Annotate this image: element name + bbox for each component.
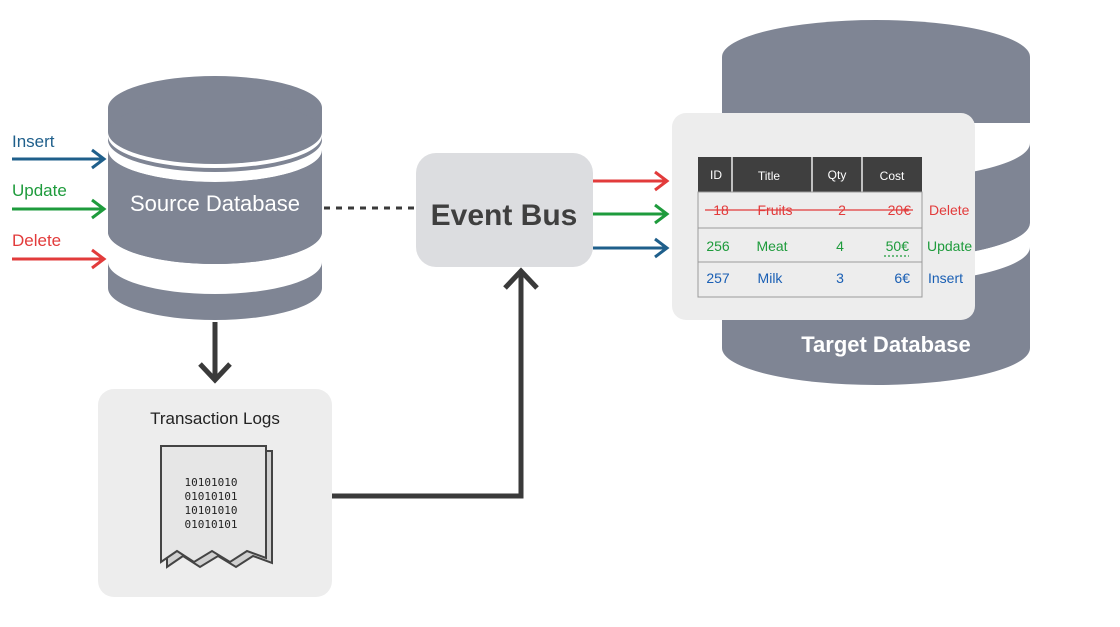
source-database-cylinder xyxy=(108,76,322,320)
logs-to-eventbus-arrow xyxy=(331,267,539,499)
source-to-logs-arrow xyxy=(198,322,232,384)
svg-text:Milk: Milk xyxy=(758,270,784,286)
row-action-update: Update xyxy=(927,238,972,254)
svg-text:6€: 6€ xyxy=(894,270,910,286)
event-bus-box xyxy=(416,153,593,267)
insert-output-arrow xyxy=(593,237,670,259)
delete-input-arrow xyxy=(12,248,107,270)
insert-input-label: Insert xyxy=(12,132,55,151)
row-action-delete: Delete xyxy=(929,202,970,218)
table-row: 257 Milk 3 6€ xyxy=(706,270,910,286)
binary-line: 01010101 xyxy=(185,518,238,531)
binary-line: 10101010 xyxy=(185,504,238,517)
table-header-id: ID xyxy=(710,168,722,182)
transaction-logs-label: Transaction Logs xyxy=(150,409,280,428)
binary-line: 01010101 xyxy=(185,490,238,503)
svg-text:Meat: Meat xyxy=(756,238,787,254)
svg-text:4: 4 xyxy=(836,238,844,254)
binary-line: 10101010 xyxy=(185,476,238,489)
row-action-insert: Insert xyxy=(928,270,963,286)
svg-text:50€: 50€ xyxy=(886,238,910,254)
target-database-label: Target Database xyxy=(801,332,971,357)
target-table: ID Title Qty Cost xyxy=(697,157,923,298)
update-input-label: Update xyxy=(12,181,67,200)
table-row: 256 Meat 4 50€ xyxy=(706,238,909,254)
svg-text:257: 257 xyxy=(706,270,730,286)
source-database-label: Source Database xyxy=(130,191,300,216)
log-document-icon xyxy=(160,445,273,569)
update-input-arrow xyxy=(12,198,107,220)
delete-output-arrow xyxy=(593,170,670,192)
svg-text:3: 3 xyxy=(836,270,844,286)
table-header-qty: Qty xyxy=(828,168,847,182)
insert-input-arrow xyxy=(12,148,107,170)
update-output-arrow xyxy=(593,203,670,225)
table-header-cost: Cost xyxy=(880,169,905,183)
table-header-title: Title xyxy=(758,169,781,183)
svg-text:256: 256 xyxy=(706,238,730,254)
event-bus-label: Event Bus xyxy=(431,199,578,232)
delete-input-label: Delete xyxy=(12,231,61,250)
